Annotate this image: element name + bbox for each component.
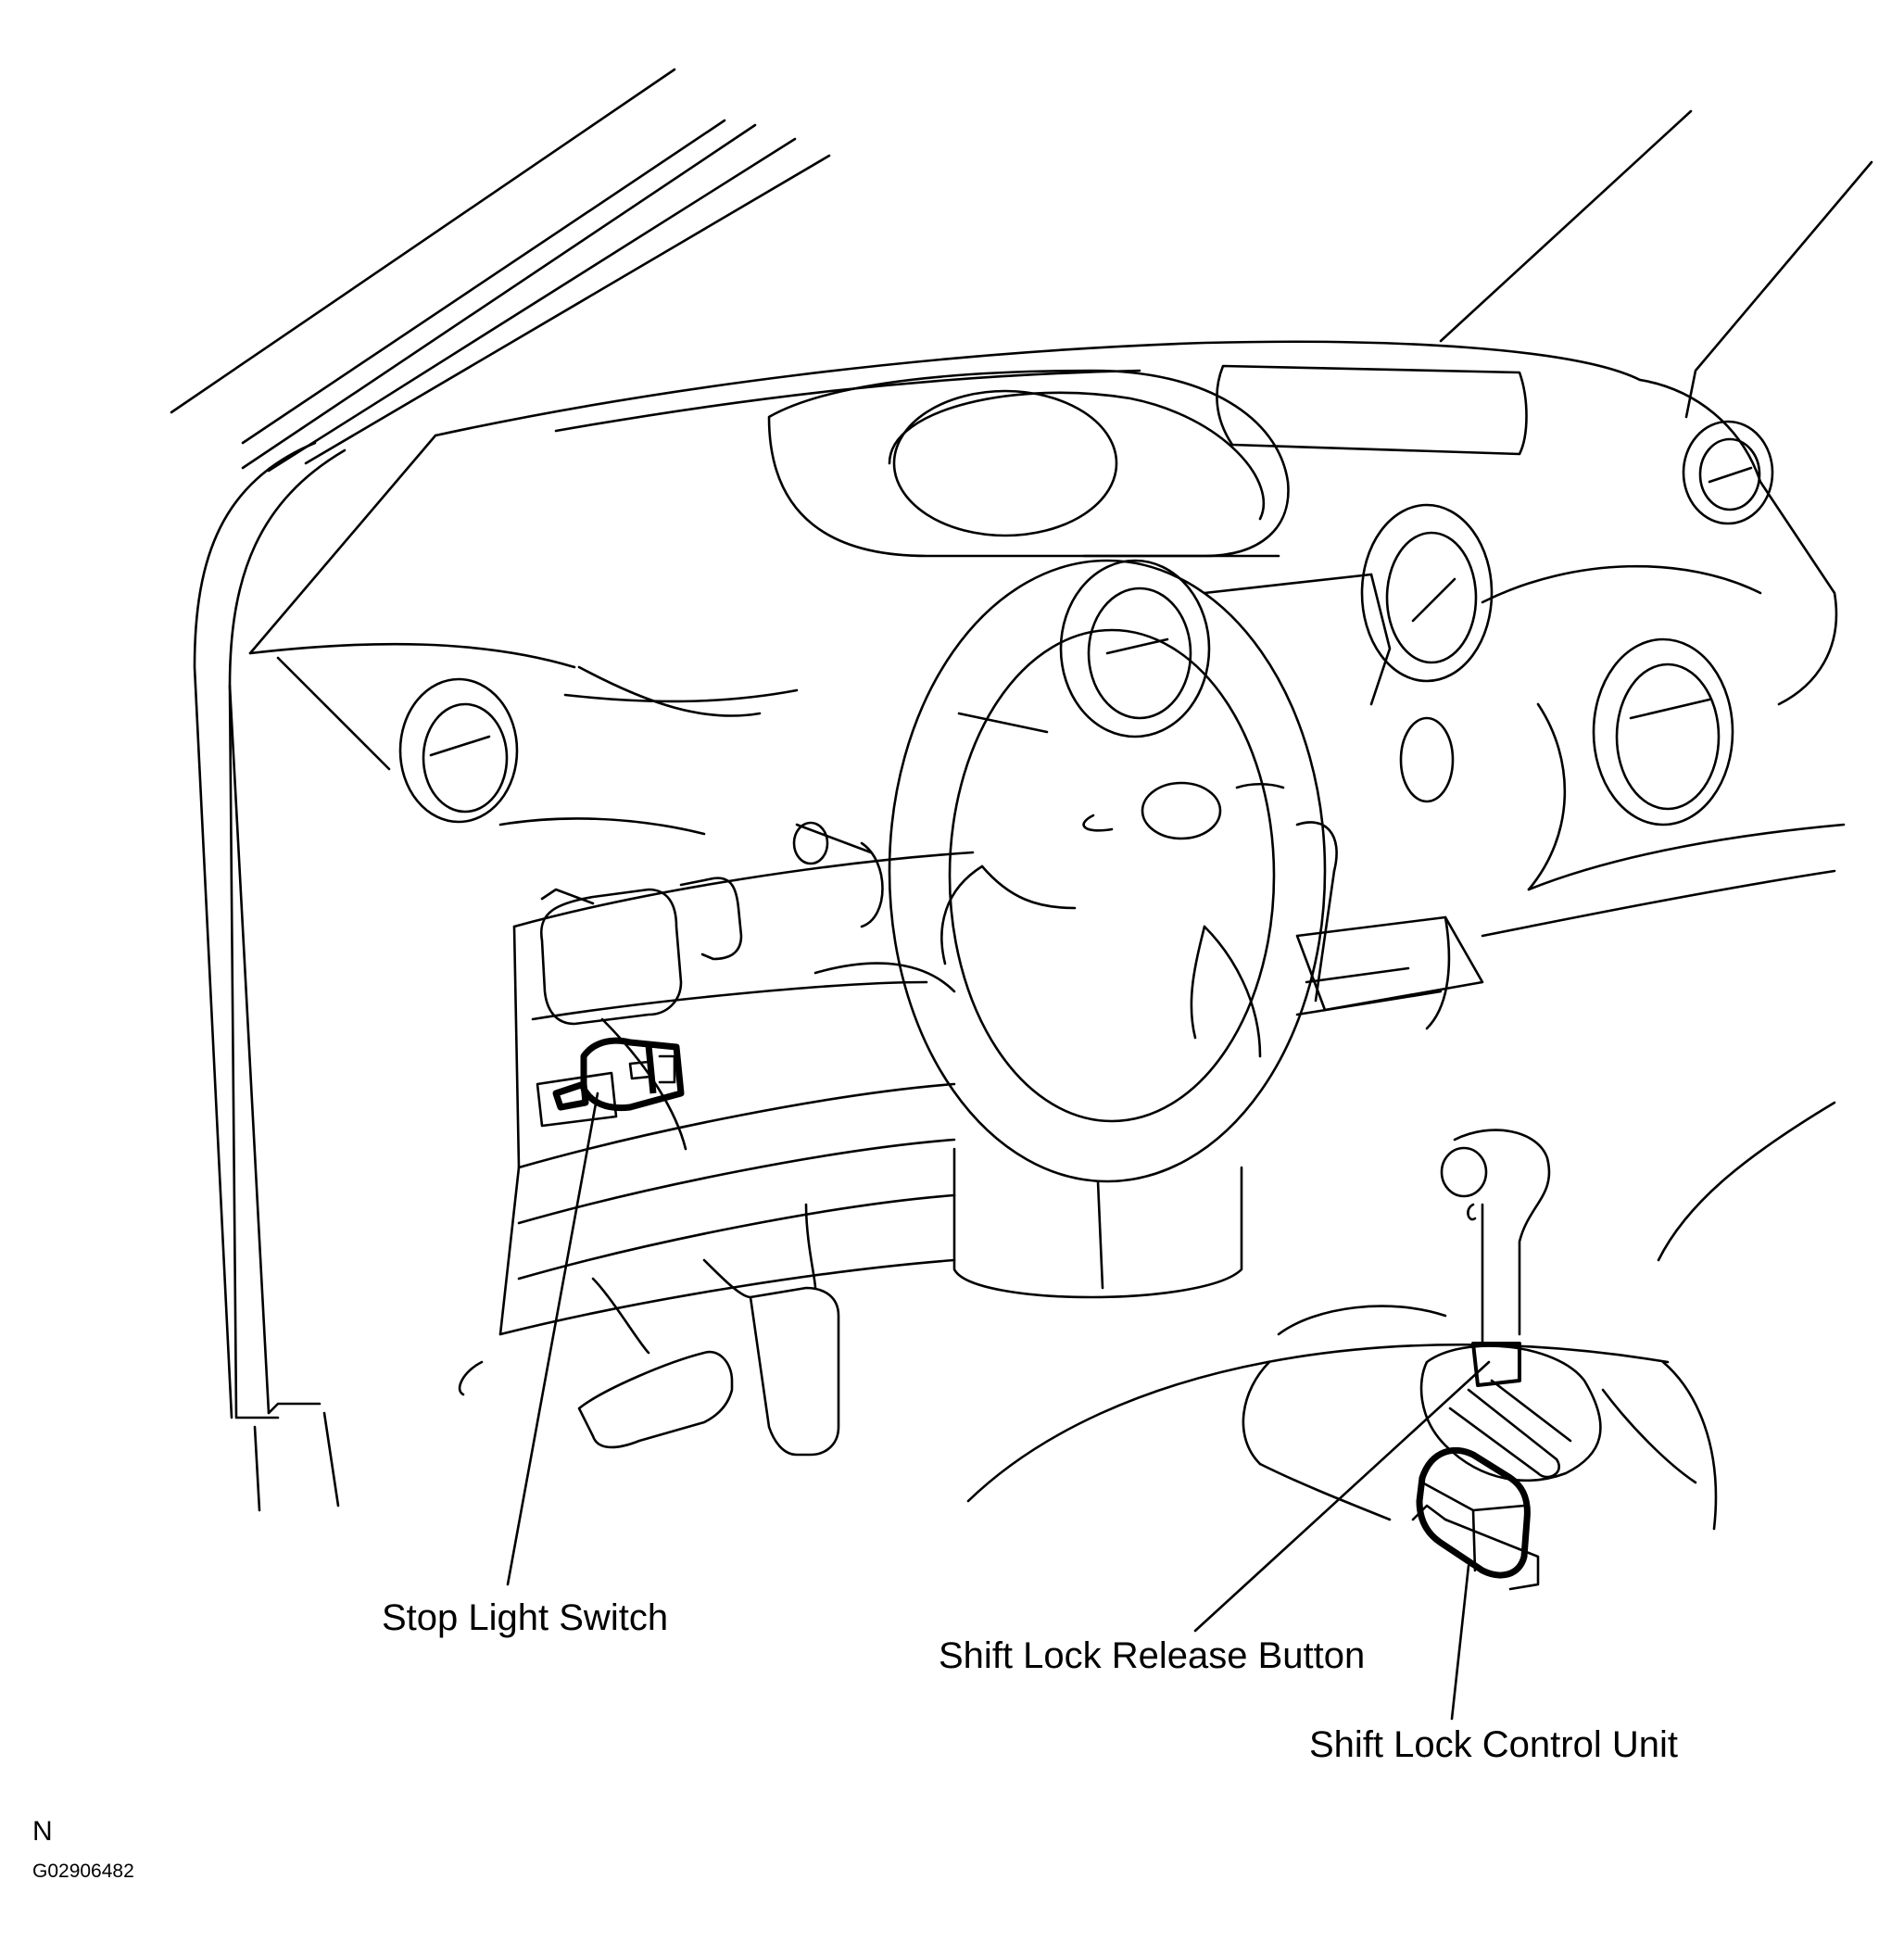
switch-panels	[539, 877, 743, 1026]
leader-shift-lock-release-button	[1193, 1360, 1491, 1633]
leader-shift-lock-control-unit	[1450, 1564, 1470, 1721]
shift-lever	[966, 1129, 1718, 1531]
shift-lock-control-unit-label: Shift Lock Control Unit	[1309, 1724, 1678, 1765]
stop-light-switch-part	[536, 1037, 685, 1128]
windshield-pillar	[170, 68, 1873, 473]
door-pillar	[193, 441, 347, 1512]
leader-lines	[506, 1091, 1491, 1721]
shift-lock-release-button-label: Shift Lock Release Button	[939, 1635, 1366, 1676]
dashboard-top	[248, 340, 1838, 706]
cluster-hood	[767, 369, 1290, 558]
right-vents	[1481, 420, 1846, 1262]
stop-light-switch-label: Stop Light Switch	[382, 1597, 669, 1638]
view-code: N	[32, 1816, 53, 1847]
steering-wheel	[888, 559, 1338, 1183]
leader-stop-light-switch	[506, 1091, 599, 1586]
pedals	[577, 1203, 840, 1457]
steering-column	[792, 821, 1243, 1299]
center-console	[1295, 915, 1484, 1030]
lower-dash	[458, 851, 975, 1396]
figure-id: G02906482	[32, 1861, 134, 1882]
left-vent	[276, 656, 799, 836]
shift-lock-control-unit-part	[1411, 1446, 1540, 1591]
gauges	[1059, 503, 1494, 803]
